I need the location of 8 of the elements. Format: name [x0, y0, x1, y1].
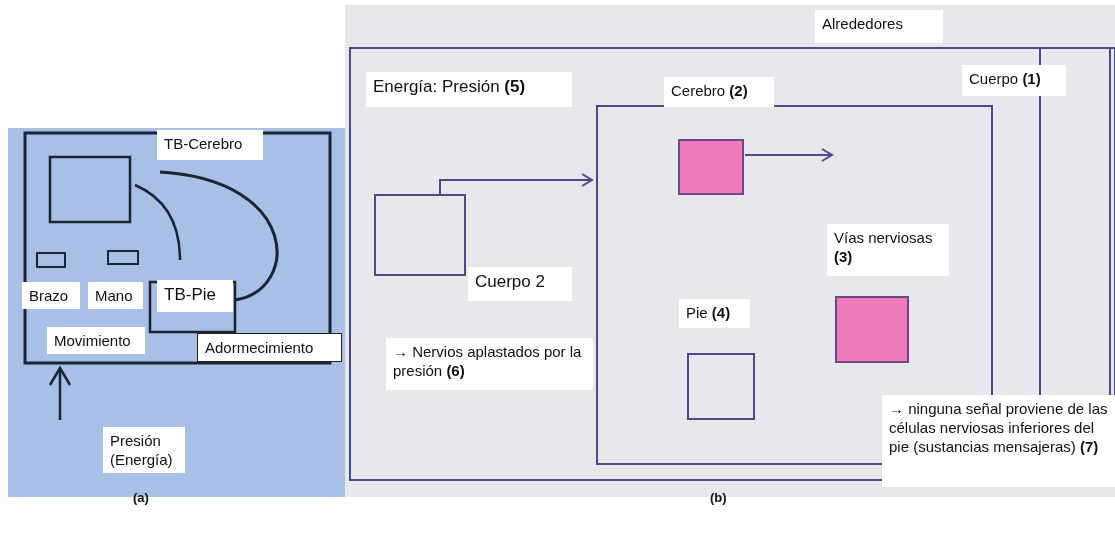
annotation-label: Presión (Energía): [103, 427, 185, 473]
annotation-label: TB-Pie: [157, 280, 233, 312]
panel-label: (a): [133, 489, 150, 507]
annotation-label: Brazo: [22, 282, 80, 309]
annotation-label: Mano: [88, 282, 143, 309]
annotation-label: TB-Cerebro: [157, 130, 263, 160]
annotation-label: Adormecimiento: [197, 333, 342, 362]
annotation-label: Movimiento: [47, 327, 145, 354]
